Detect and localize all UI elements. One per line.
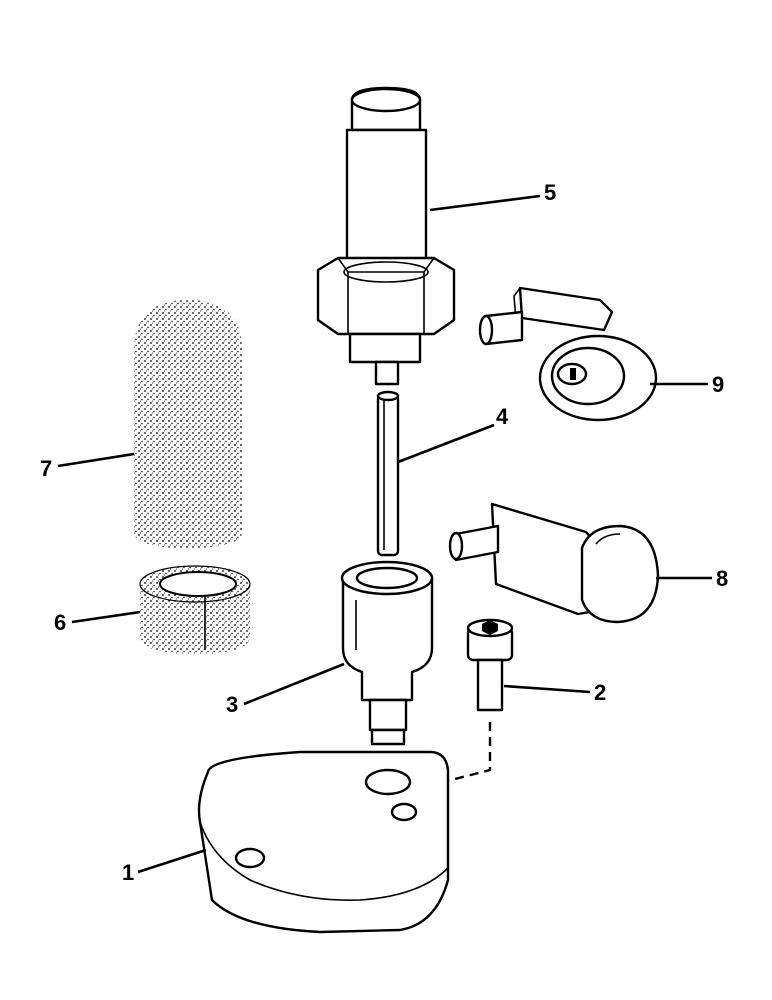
leader-line-5 xyxy=(429,194,541,212)
leader-line-2 xyxy=(503,684,591,694)
adaptor-body-part xyxy=(340,560,434,746)
small-cam-part xyxy=(478,286,658,422)
callout-4: 4 xyxy=(496,404,509,429)
callout-labels: 5 9 4 7 8 6 2 3 1 xyxy=(40,180,728,885)
split-ring-part xyxy=(139,565,251,654)
callout-2: 2 xyxy=(594,680,606,705)
leader-line-6 xyxy=(71,610,141,624)
leader-lines xyxy=(57,194,712,874)
callout-6: 6 xyxy=(54,610,66,635)
callout-7: 7 xyxy=(40,456,52,481)
leader-line-1 xyxy=(137,848,207,874)
leader-line-7 xyxy=(57,452,135,468)
leader-line-3 xyxy=(243,662,345,706)
callout-5: 5 xyxy=(544,180,556,205)
callout-8: 8 xyxy=(716,566,728,591)
callout-3: 3 xyxy=(226,692,238,717)
callout-9: 9 xyxy=(712,372,724,397)
cap-screw-part xyxy=(466,618,514,712)
threaded-plunger-part xyxy=(316,86,456,386)
large-cam-part xyxy=(448,502,660,624)
callout-1: 1 xyxy=(122,860,134,885)
sleeve-part xyxy=(134,300,242,548)
leader-line-4 xyxy=(397,423,495,464)
pin-part xyxy=(376,390,400,557)
base-plate-part xyxy=(197,750,450,934)
